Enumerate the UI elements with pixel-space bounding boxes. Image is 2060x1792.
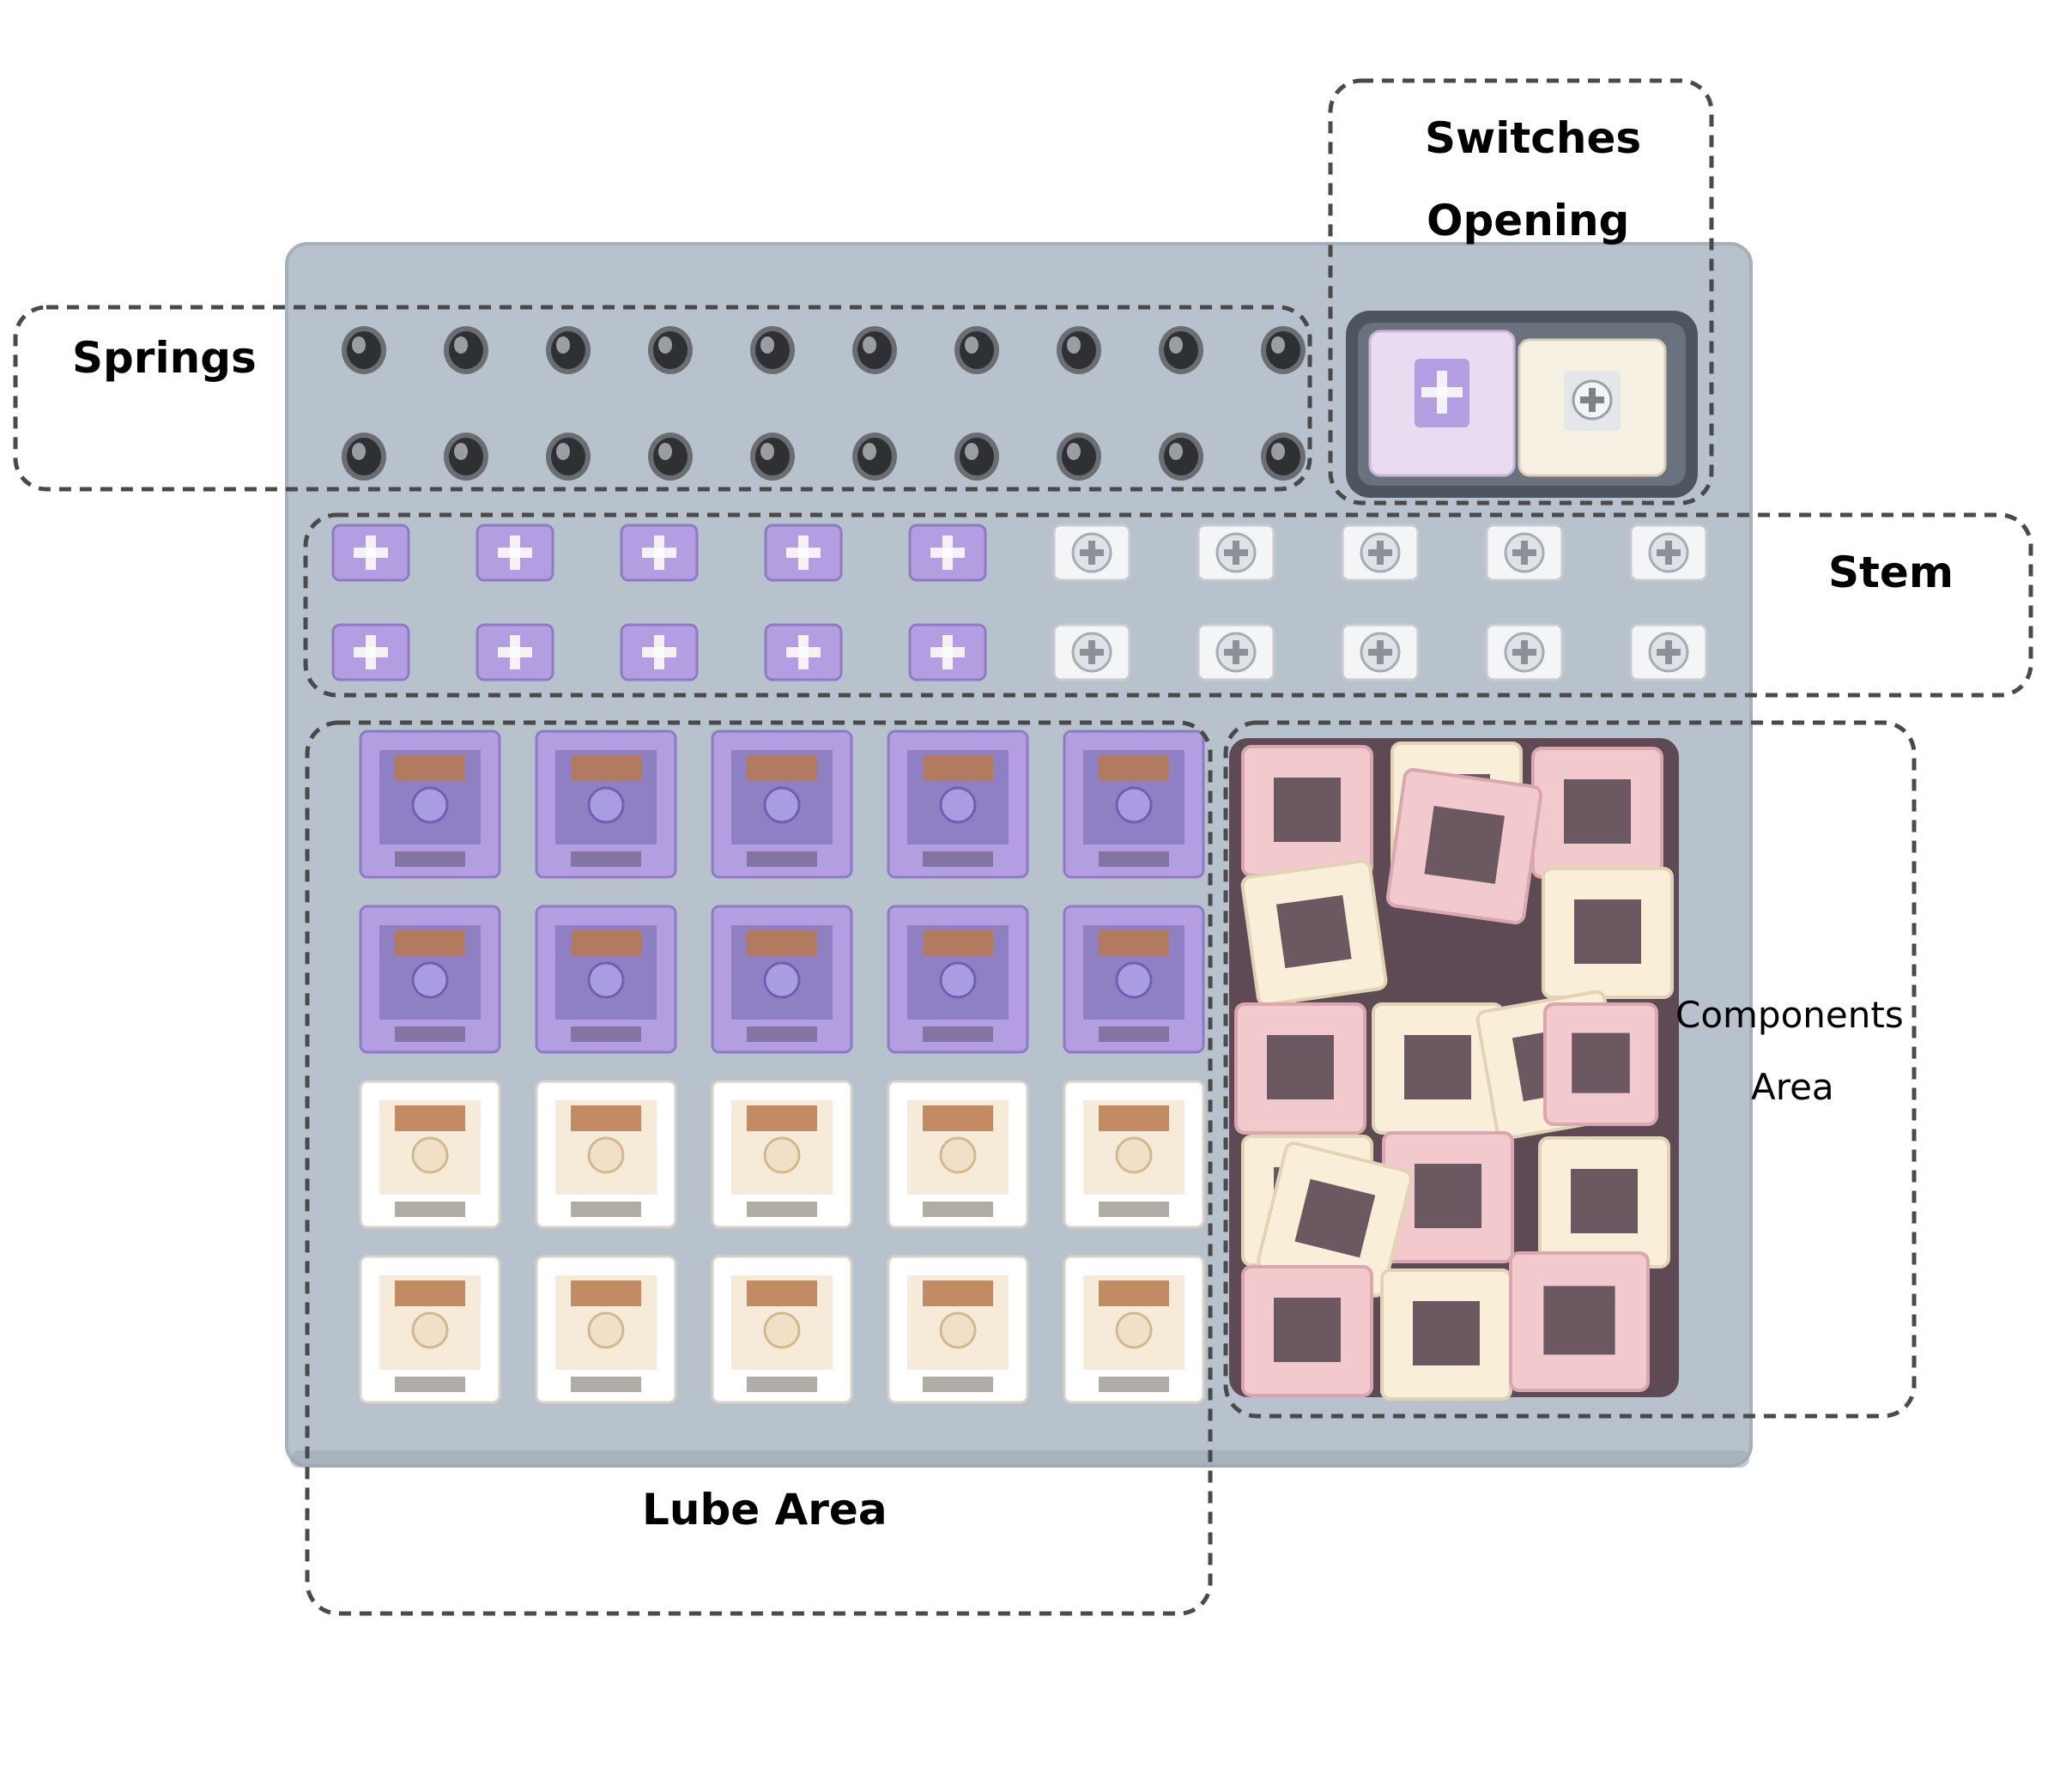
component-housing-cream bbox=[1240, 859, 1388, 1007]
spring bbox=[750, 433, 795, 481]
switches-opening-label-line2: Opening bbox=[1427, 196, 1630, 245]
stem-white bbox=[1197, 524, 1275, 582]
component-housing-cream bbox=[1538, 1136, 1670, 1268]
lube-switch-cream bbox=[887, 1255, 1029, 1404]
stem-purple bbox=[764, 524, 843, 582]
components-area-label-line1: Components bbox=[1675, 994, 1904, 1036]
stem-purple bbox=[331, 623, 410, 681]
component-housing-cream bbox=[1257, 1141, 1413, 1298]
component-housing-pink bbox=[1509, 1251, 1650, 1392]
springs-label: Springs bbox=[72, 333, 257, 383]
stem-purple bbox=[476, 623, 554, 681]
components-area-callout-box bbox=[1223, 720, 1917, 1419]
lube-area-label: Lube Area bbox=[642, 1485, 888, 1535]
component-housing-pink bbox=[1241, 1265, 1373, 1397]
lube-switch-cream bbox=[887, 1080, 1029, 1229]
stem-white bbox=[1629, 524, 1708, 582]
lube-switch-purple bbox=[535, 730, 677, 879]
component-housing-pink bbox=[1382, 1131, 1514, 1263]
spring bbox=[1057, 326, 1101, 374]
lube-switch-cream bbox=[535, 1080, 677, 1229]
stem-white bbox=[1629, 623, 1708, 681]
stem-purple bbox=[764, 623, 843, 681]
stem-purple bbox=[620, 524, 699, 582]
springs-callout-box bbox=[13, 305, 1312, 492]
lube-switch-cream bbox=[535, 1255, 677, 1404]
spring bbox=[1261, 433, 1306, 481]
spring bbox=[954, 326, 999, 374]
stem-white bbox=[1341, 623, 1420, 681]
component-housing-pink bbox=[1241, 745, 1373, 877]
lube-switch-purple bbox=[1063, 905, 1205, 1054]
component-housing-cream bbox=[1380, 1268, 1512, 1401]
lube-switch-purple bbox=[359, 730, 501, 879]
component-housing-cream bbox=[1372, 1002, 1504, 1135]
stem-white bbox=[1052, 524, 1131, 582]
switches-opening-label-line1: Switches bbox=[1425, 113, 1642, 163]
lube-switch-purple bbox=[887, 730, 1029, 879]
spring bbox=[648, 433, 693, 481]
lube-switch-cream bbox=[359, 1255, 501, 1404]
spring bbox=[546, 433, 591, 481]
springs-group bbox=[342, 326, 1306, 481]
spring bbox=[852, 326, 897, 374]
lube-switch-cream bbox=[711, 1255, 853, 1404]
spring bbox=[342, 326, 386, 374]
spring bbox=[444, 433, 488, 481]
components-area-label-line2: Area bbox=[1751, 1066, 1834, 1108]
stem-callout-box bbox=[303, 512, 2033, 698]
stem-purple bbox=[908, 524, 987, 582]
spring bbox=[852, 433, 897, 481]
lube-switch-purple bbox=[535, 905, 677, 1054]
spring bbox=[1159, 433, 1203, 481]
stem-white bbox=[1341, 524, 1420, 582]
lube-switch-cream bbox=[711, 1080, 853, 1229]
components-group bbox=[1234, 742, 1674, 1401]
lube-switches-group bbox=[359, 730, 1205, 1404]
spring bbox=[342, 433, 386, 481]
tray-shadow bbox=[290, 1450, 1749, 1468]
lube-switch-purple bbox=[711, 905, 853, 1054]
opening-switch-white bbox=[1518, 338, 1667, 477]
lube-switch-purple bbox=[887, 905, 1029, 1054]
spring bbox=[750, 326, 795, 374]
stem-white bbox=[1052, 623, 1131, 681]
stem-purple bbox=[476, 524, 554, 582]
spring bbox=[1261, 326, 1306, 374]
stems-group bbox=[331, 524, 1708, 681]
spring bbox=[1159, 326, 1203, 374]
stem-purple bbox=[908, 623, 987, 681]
spring bbox=[648, 326, 693, 374]
opening-switches-group bbox=[1368, 330, 1667, 477]
switches-opening-callout-box bbox=[1328, 78, 1714, 506]
component-housing-pink bbox=[1385, 767, 1543, 925]
spring bbox=[954, 433, 999, 481]
stem-white bbox=[1485, 524, 1564, 582]
stem-white bbox=[1197, 623, 1275, 681]
stem-label: Stem bbox=[1828, 548, 1954, 597]
component-housing-pink bbox=[1543, 1002, 1658, 1126]
lube-switch-purple bbox=[359, 905, 501, 1054]
lube-area-callout-box bbox=[305, 720, 1213, 1616]
lube-switch-purple bbox=[1063, 730, 1205, 879]
component-housing-pink bbox=[1234, 1002, 1366, 1135]
lube-switch-cream bbox=[1063, 1255, 1205, 1404]
spring bbox=[444, 326, 488, 374]
stem-white bbox=[1485, 623, 1564, 681]
stem-purple bbox=[331, 524, 410, 582]
spring bbox=[546, 326, 591, 374]
lube-switch-cream bbox=[359, 1080, 501, 1229]
opening-switch-purple bbox=[1368, 330, 1516, 477]
component-housing-pink bbox=[1531, 747, 1663, 879]
spring bbox=[1057, 433, 1101, 481]
lube-switch-cream bbox=[1063, 1080, 1205, 1229]
component-housing-cream bbox=[1542, 867, 1674, 999]
stem-purple bbox=[620, 623, 699, 681]
lube-switch-purple bbox=[711, 730, 853, 879]
